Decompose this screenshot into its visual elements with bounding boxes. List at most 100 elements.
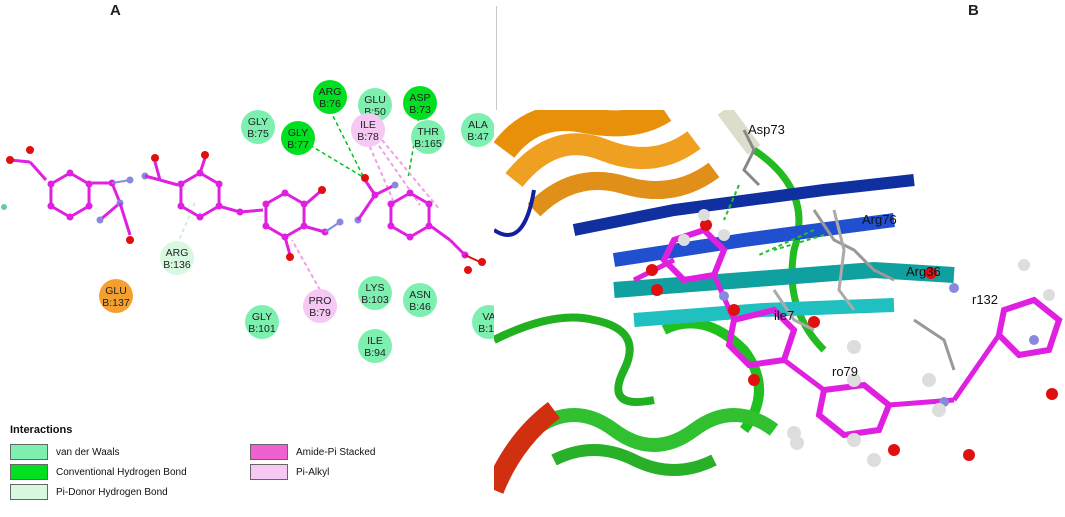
ligand-atom bbox=[26, 146, 34, 154]
residue-chain-id: B:165 bbox=[414, 138, 442, 150]
residue-circle bbox=[313, 80, 347, 114]
ligand-atom bbox=[286, 253, 294, 261]
ligand-atom bbox=[126, 236, 134, 244]
residue-name: GLU bbox=[105, 285, 127, 297]
ligand-bond bbox=[110, 182, 122, 204]
residue-chain-id: B:79 bbox=[309, 307, 331, 319]
label-asp73: Asp73 bbox=[748, 122, 785, 137]
ligand-bond bbox=[448, 238, 467, 257]
residue-chain-id: B:47 bbox=[467, 131, 489, 143]
ligand-atom bbox=[66, 213, 74, 221]
residue-name: ARG bbox=[319, 86, 342, 98]
ligand-bond bbox=[390, 191, 411, 206]
legend-item-pidonor: Pi-Donor Hydrogen Bond bbox=[10, 484, 168, 500]
legend-label: van der Waals bbox=[56, 446, 120, 458]
residue-circle bbox=[403, 86, 437, 120]
ligand-bond bbox=[284, 224, 305, 239]
residue-chain-id: B:78 bbox=[357, 131, 379, 143]
ligand-bond bbox=[409, 191, 430, 206]
residue-chain-id: B:46 bbox=[409, 301, 431, 313]
ligand-atom bbox=[391, 181, 399, 189]
label-ile78: ile7 bbox=[774, 308, 794, 323]
ligand-bond bbox=[50, 204, 71, 219]
ligand-3d bbox=[632, 209, 1063, 467]
residue-chain-id: B:137 bbox=[102, 297, 130, 309]
legend-swatch bbox=[10, 444, 48, 460]
ligand-atom bbox=[126, 176, 134, 184]
residue-chain-id: B:12 bbox=[478, 323, 497, 335]
ligand-atom bbox=[478, 258, 486, 266]
residue-circle bbox=[472, 305, 497, 339]
ligand-atom bbox=[406, 189, 414, 197]
legend-item-vdw: van der Waals bbox=[10, 444, 120, 460]
ligand-bond bbox=[144, 174, 161, 182]
residue-circle bbox=[245, 305, 279, 339]
residue-name: ARG bbox=[166, 247, 189, 259]
residue-name: ILE bbox=[367, 335, 383, 347]
ligand-bond bbox=[374, 183, 396, 197]
ligand-bond bbox=[69, 204, 90, 219]
legend-label: Pi-Alkyl bbox=[296, 466, 330, 478]
residue-chain-id: B:94 bbox=[364, 347, 386, 359]
residue-circle bbox=[358, 329, 392, 363]
residue-chain-id: B:76 bbox=[319, 98, 341, 110]
residue-circle bbox=[99, 279, 133, 313]
ligand-atom bbox=[262, 200, 270, 208]
residue-circle bbox=[403, 283, 437, 317]
ligand-bond bbox=[409, 224, 430, 239]
ligand-atom bbox=[281, 189, 289, 197]
legend-title: Interactions bbox=[10, 424, 73, 436]
ligand-atom bbox=[215, 202, 223, 210]
ligand-atom bbox=[387, 200, 395, 208]
residue-circle bbox=[160, 241, 194, 275]
ligand-bond bbox=[265, 224, 286, 239]
ligand-atom bbox=[196, 213, 204, 221]
legend-item-pialkyl: Pi-Alkyl bbox=[250, 464, 329, 480]
ligand-atom bbox=[1, 204, 7, 210]
panel-b: Asp73 Arg76 Arg36 r132 ile7 ro79 bbox=[484, 98, 1065, 512]
ligand-bond bbox=[390, 224, 411, 239]
ligand-atom bbox=[85, 202, 93, 210]
legend: Interactions van der Waals Conventional … bbox=[0, 418, 497, 512]
residue-sidechains bbox=[723, 129, 956, 371]
ligand-atom bbox=[262, 222, 270, 230]
ligand-atom bbox=[47, 180, 55, 188]
panel-a-label: A bbox=[110, 2, 121, 19]
residue-circle bbox=[411, 120, 445, 154]
legend-swatch bbox=[10, 464, 48, 480]
legend-label: Pi-Donor Hydrogen Bond bbox=[56, 486, 168, 498]
residue-name: ASN bbox=[409, 289, 431, 301]
ligand-bond bbox=[28, 161, 48, 181]
label-pro79: ro79 bbox=[832, 364, 858, 379]
ligand-atom bbox=[201, 151, 209, 159]
ligand-bond bbox=[356, 194, 377, 221]
ligand-bond bbox=[198, 157, 207, 174]
ligand-atom bbox=[361, 174, 369, 182]
residue-circle bbox=[351, 113, 385, 147]
ligand-atom bbox=[406, 233, 414, 241]
residue-circle bbox=[358, 276, 392, 310]
panel-b-label: B bbox=[968, 2, 979, 19]
ligand-bond bbox=[199, 204, 220, 219]
ligand-atom bbox=[151, 154, 159, 162]
legend-swatch bbox=[250, 444, 288, 460]
ligand-bond bbox=[69, 171, 90, 186]
ligand-bond bbox=[284, 191, 305, 206]
ligand-atom bbox=[177, 202, 185, 210]
ligand-bond bbox=[363, 179, 377, 196]
ligand-bond bbox=[153, 161, 162, 181]
ligand-atom bbox=[387, 222, 395, 230]
ligand-atom bbox=[66, 169, 74, 177]
ligand-atom bbox=[300, 222, 308, 230]
panel-b-residue-labels: Asp73 Arg76 Arg36 r132 ile7 ro79 bbox=[748, 122, 998, 379]
legend-item-hbond: Conventional Hydrogen Bond bbox=[10, 464, 187, 480]
